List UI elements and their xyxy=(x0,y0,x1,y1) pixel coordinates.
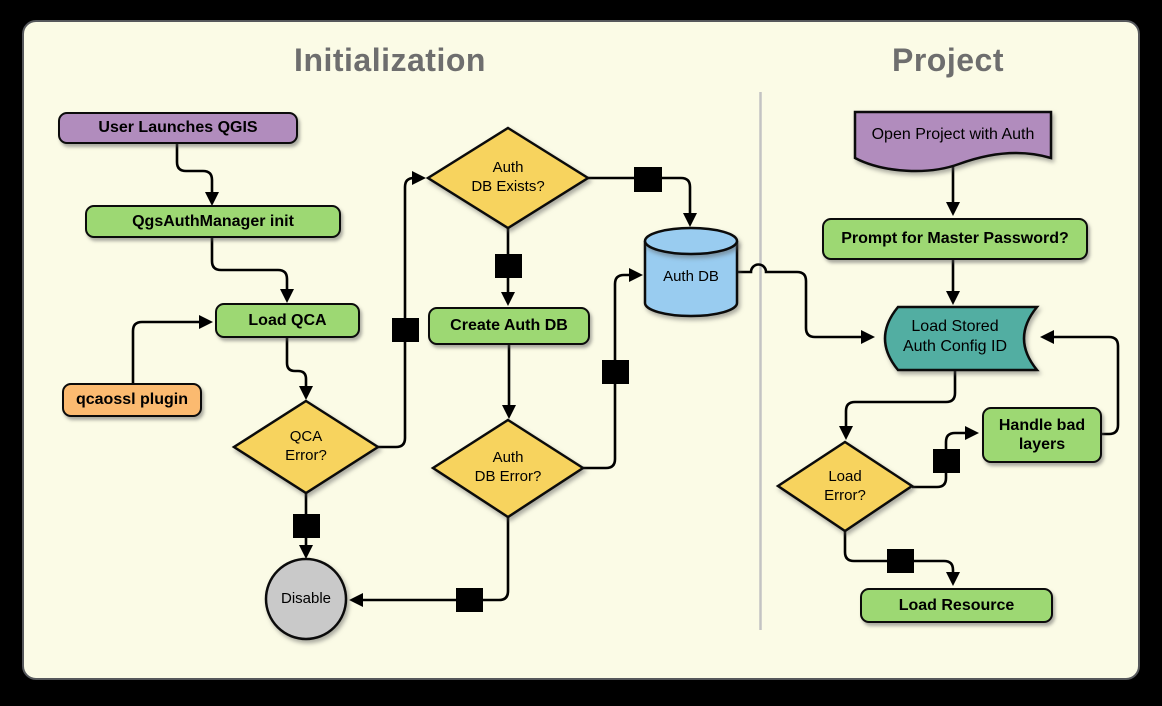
connector-authdbexists-to-authdb xyxy=(588,176,692,223)
connector-user-to-init xyxy=(175,144,214,203)
process-label: qcaossl plugin xyxy=(75,391,188,408)
connector-qcaossl-to-loadqca xyxy=(131,320,210,383)
arrowhead-icon xyxy=(861,330,875,344)
decision-load-error xyxy=(775,440,915,533)
document-label-open-project: Open Project with Auth xyxy=(858,116,1048,154)
decision-label-auth-db-exists: Auth DB Exists? xyxy=(458,150,558,206)
process-handle-bad-layers: Handle bad layers xyxy=(982,407,1102,463)
decision-qca-error xyxy=(231,399,381,495)
arrowhead-icon xyxy=(280,289,294,303)
decision-auth-db-exists xyxy=(425,126,591,230)
decision-label-qca-error: QCA Error? xyxy=(266,419,346,475)
arrowhead-icon xyxy=(299,386,313,400)
section-title-initialization: Initialization xyxy=(294,42,486,78)
connector-qcaerror-to-authdbexists xyxy=(378,176,423,449)
section-title-project: Project xyxy=(892,42,1004,78)
process-qgsauthmanager-init: QgsAuthManager init xyxy=(85,205,341,238)
flow-marker xyxy=(293,514,320,538)
arrowhead-icon xyxy=(683,213,697,227)
stored-data-load-stored xyxy=(883,305,1040,372)
connector-loadstored-to-loaderror xyxy=(844,370,957,436)
database-label-auth-db: Auth DB xyxy=(645,250,737,304)
decision-label-load-error: Load Error? xyxy=(805,459,885,515)
arrowhead-icon xyxy=(946,572,960,586)
stored-data-label-load-stored: Load Stored Auth Config ID xyxy=(879,312,1031,362)
database-auth-db-top xyxy=(643,226,739,256)
connector-init-to-loadqca xyxy=(210,238,289,300)
arrowhead-icon xyxy=(502,405,516,419)
label-text: QCA Error? xyxy=(285,428,327,464)
flow-marker xyxy=(602,360,629,384)
connector-loadqca-to-qcaerror xyxy=(285,338,308,397)
process-user-launches-qgis: User Launches QGIS xyxy=(58,112,298,144)
connector-authdb-to-loadstored xyxy=(737,263,872,339)
decision-label-auth-db-error: Auth DB Error? xyxy=(458,440,558,496)
arrowhead-icon xyxy=(205,192,219,206)
label-text: Auth DB Error? xyxy=(474,449,542,485)
process-label: QgsAuthManager init xyxy=(132,212,294,230)
terminator-label-disable: Disable xyxy=(266,572,346,626)
connector-authdberror-to-disable xyxy=(352,517,510,602)
arrowhead-icon xyxy=(946,202,960,216)
arrowhead-icon xyxy=(299,545,313,559)
database-auth-db-body xyxy=(643,241,739,318)
process-create-auth-db: Create Auth DB xyxy=(428,307,590,345)
arrowhead-icon xyxy=(946,291,960,305)
arrowhead-icon xyxy=(839,426,853,440)
arrowhead-icon xyxy=(412,171,426,185)
connector-handlebadlayers-to-loadstored xyxy=(1043,335,1120,436)
flow-marker xyxy=(933,449,960,473)
terminator-disable xyxy=(264,557,348,641)
label-text: Auth DB Exists? xyxy=(471,159,545,195)
process-label: Create Auth DB xyxy=(450,317,568,334)
process-label: User Launches QGIS xyxy=(98,119,258,136)
label-text: Load Error? xyxy=(824,468,866,504)
process-load-qca: Load QCA xyxy=(215,303,360,338)
arrowhead-icon xyxy=(629,268,643,282)
process-prompt-master-password: Prompt for Master Password? xyxy=(822,218,1088,260)
decision-auth-db-error xyxy=(430,418,586,519)
document-open-project xyxy=(853,110,1053,173)
arrowhead-icon xyxy=(965,426,979,440)
arrowhead-icon xyxy=(501,292,515,306)
flow-marker xyxy=(456,588,483,612)
arrowhead-icon xyxy=(349,593,363,607)
arrowhead-icon xyxy=(199,315,213,329)
flow-marker xyxy=(392,318,419,342)
process-label: Handle bad layers xyxy=(998,416,1086,453)
flow-marker xyxy=(634,167,662,192)
label-text: Auth DB xyxy=(663,267,719,285)
process-qcaossl-plugin: qcaossl plugin xyxy=(62,383,202,417)
process-label: Load QCA xyxy=(248,311,327,329)
flow-marker xyxy=(495,254,522,278)
flow-marker xyxy=(887,549,914,573)
process-label: Load Resource xyxy=(898,596,1015,614)
label-text: Open Project with Auth xyxy=(871,126,1035,143)
process-load-resource: Load Resource xyxy=(860,588,1053,623)
label-text: Disable xyxy=(280,589,332,607)
arrowhead-icon xyxy=(1040,330,1054,344)
process-label: Prompt for Master Password? xyxy=(841,230,1069,247)
label-text: Load Stored Auth Config ID xyxy=(902,318,1008,355)
